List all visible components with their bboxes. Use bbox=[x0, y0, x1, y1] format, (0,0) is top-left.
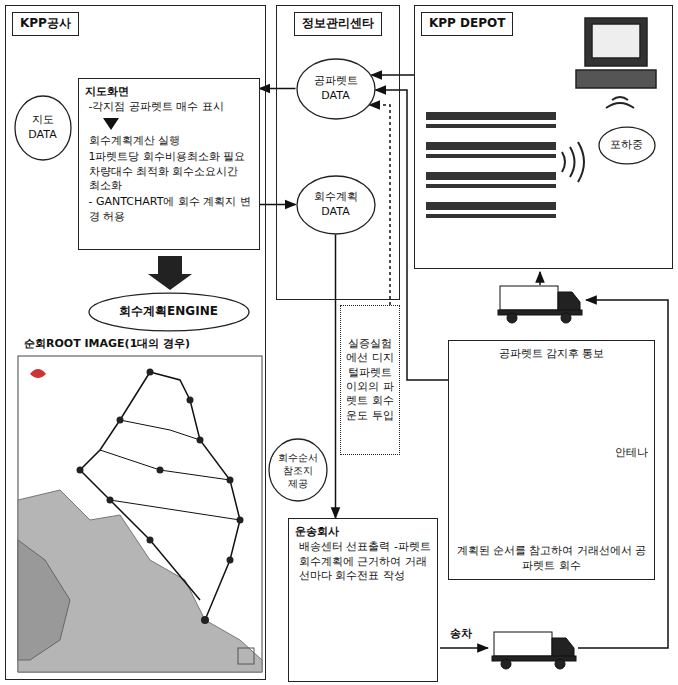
node-heading: 운송회사 bbox=[295, 525, 339, 539]
route-map bbox=[77, 369, 244, 625]
radio-waves bbox=[562, 142, 584, 182]
node-text: 안테나 bbox=[615, 446, 648, 460]
route-map bbox=[147, 369, 154, 376]
connector bbox=[335, 235, 337, 519]
truck bbox=[501, 659, 511, 669]
truck bbox=[558, 292, 580, 312]
route-map bbox=[238, 648, 254, 664]
node-heading: 공파렛트 DATA bbox=[306, 74, 366, 103]
data-oval: 공파렛트 DATA bbox=[296, 58, 376, 120]
route-map bbox=[18, 356, 262, 672]
oval-outline bbox=[89, 293, 249, 331]
flow-label: 송차 bbox=[448, 626, 474, 641]
oval-outline bbox=[297, 176, 375, 234]
truck bbox=[500, 286, 558, 310]
depot-panel: KPP DEPOT 포하중 bbox=[414, 5, 673, 269]
route-map bbox=[107, 497, 114, 504]
depot-computer bbox=[576, 18, 656, 88]
pallet-rack bbox=[426, 184, 556, 188]
center-panel: 정보관리센타공파렛트 DATA 회수계획 DATA bbox=[276, 5, 400, 300]
node-heading: 정보관리센타 bbox=[294, 12, 382, 36]
oval-outline bbox=[297, 59, 375, 119]
node-text: 배송센터 선표출력 -파렛트회수계획에 근거하여 거래선마다 회수전표 작성 bbox=[299, 540, 431, 583]
node-heading: KPP공사 bbox=[12, 12, 79, 36]
route-map bbox=[147, 537, 154, 544]
connector bbox=[260, 88, 296, 90]
truck bbox=[507, 313, 517, 323]
process-box: 지도화면-각지점 공파렛트 매수 표시회수계획계산 실행 1파렛트당 회수비용최소… bbox=[78, 78, 260, 250]
route-map bbox=[227, 477, 234, 484]
truck bbox=[555, 659, 565, 669]
flow-line bbox=[440, 272, 668, 648]
node-heading: 회수계획 DATA bbox=[306, 190, 366, 219]
load-oval: 포하중 bbox=[598, 126, 656, 165]
engine-oval: 회수계획ENGINE bbox=[88, 292, 250, 332]
node-text: 회수계획계산 실행 bbox=[89, 134, 181, 148]
oval-outline bbox=[269, 439, 327, 501]
truck bbox=[552, 638, 574, 658]
data-oval: 지도 DATA bbox=[14, 95, 72, 161]
step-arrow bbox=[103, 118, 119, 130]
node-heading: 회수순서 참조지 제공 bbox=[278, 451, 318, 490]
image-caption: 순회ROOT IMAGE(1대의 경우) bbox=[22, 336, 192, 351]
pallet-rack bbox=[426, 142, 556, 150]
route-map bbox=[30, 369, 46, 378]
truck bbox=[498, 286, 582, 323]
route-map bbox=[117, 417, 124, 424]
node-text: 1파렛트당 회수비용최소화 필요차량대수 최적화 회수소요시간 최소화 bbox=[89, 150, 253, 193]
node-heading: 회수계획ENGINE bbox=[119, 304, 218, 320]
oval-outline bbox=[599, 127, 655, 164]
radio-waves bbox=[606, 97, 634, 108]
depot-computer bbox=[585, 18, 647, 66]
route-map bbox=[80, 372, 200, 600]
node-heading: 지도화면 bbox=[85, 85, 129, 99]
pallet-rack bbox=[426, 124, 556, 128]
depot-computer bbox=[576, 70, 656, 88]
truck bbox=[561, 313, 571, 323]
node-heading: 지도 DATA bbox=[24, 113, 62, 142]
node-heading: 공파렛트 감지후 통보 bbox=[499, 347, 605, 361]
node-text: - GANTCHART에 회수 계획지 변경 허용 bbox=[89, 195, 253, 224]
pallet-rack bbox=[426, 202, 556, 210]
pallet-rack bbox=[426, 172, 556, 180]
connector bbox=[260, 204, 296, 206]
truck bbox=[494, 632, 552, 656]
route-map bbox=[187, 397, 194, 404]
route-map bbox=[100, 420, 240, 520]
node-text: -각지점 공파렛트 매수 표시 bbox=[89, 100, 224, 114]
node-heading: 포하중 bbox=[610, 138, 643, 152]
route-map bbox=[18, 540, 70, 660]
node-heading: KPP DEPOT bbox=[421, 12, 513, 36]
route-map bbox=[150, 372, 240, 620]
route-map bbox=[157, 467, 164, 474]
route-map bbox=[227, 557, 234, 564]
data-oval: 회수계획 DATA bbox=[296, 175, 376, 235]
pallet-rack bbox=[426, 154, 556, 158]
flow-line bbox=[539, 272, 541, 285]
note-box: 실증실험에선 디지털파렛트 이외의 파렛트 회수운도 투입 bbox=[340, 305, 400, 455]
pallet-rack bbox=[426, 112, 556, 120]
node-heading: 실증실험에선 디지털파렛트 이외의 파렛트 회수운도 투입 bbox=[345, 337, 395, 423]
route-map bbox=[237, 517, 244, 524]
oval-outline bbox=[15, 96, 71, 160]
info-oval: 회수순서 참조지 제공 bbox=[268, 438, 328, 502]
transport-box: 운송회사배송센터 선표출력 -파렛트회수계획에 근거하여 거래선마다 회수전표 … bbox=[288, 518, 438, 682]
truck bbox=[492, 632, 576, 669]
node-text: 계획된 순서를 참고하여 거래선에서 공파렛트 회수 bbox=[455, 544, 648, 573]
route-map bbox=[18, 356, 262, 672]
route-map bbox=[197, 437, 204, 444]
flow-arrow bbox=[148, 256, 192, 290]
pallet-rack bbox=[426, 112, 556, 218]
depot-computer bbox=[592, 24, 640, 58]
flow-line bbox=[440, 647, 488, 649]
pallet-rack bbox=[426, 214, 556, 218]
route-map bbox=[77, 467, 84, 474]
route-map bbox=[201, 616, 209, 624]
connector bbox=[372, 74, 414, 76]
station-box: 공파렛트 감지후 통보안테나계획된 순서를 참고하여 거래선에서 공파렛트 회수 bbox=[448, 340, 655, 580]
